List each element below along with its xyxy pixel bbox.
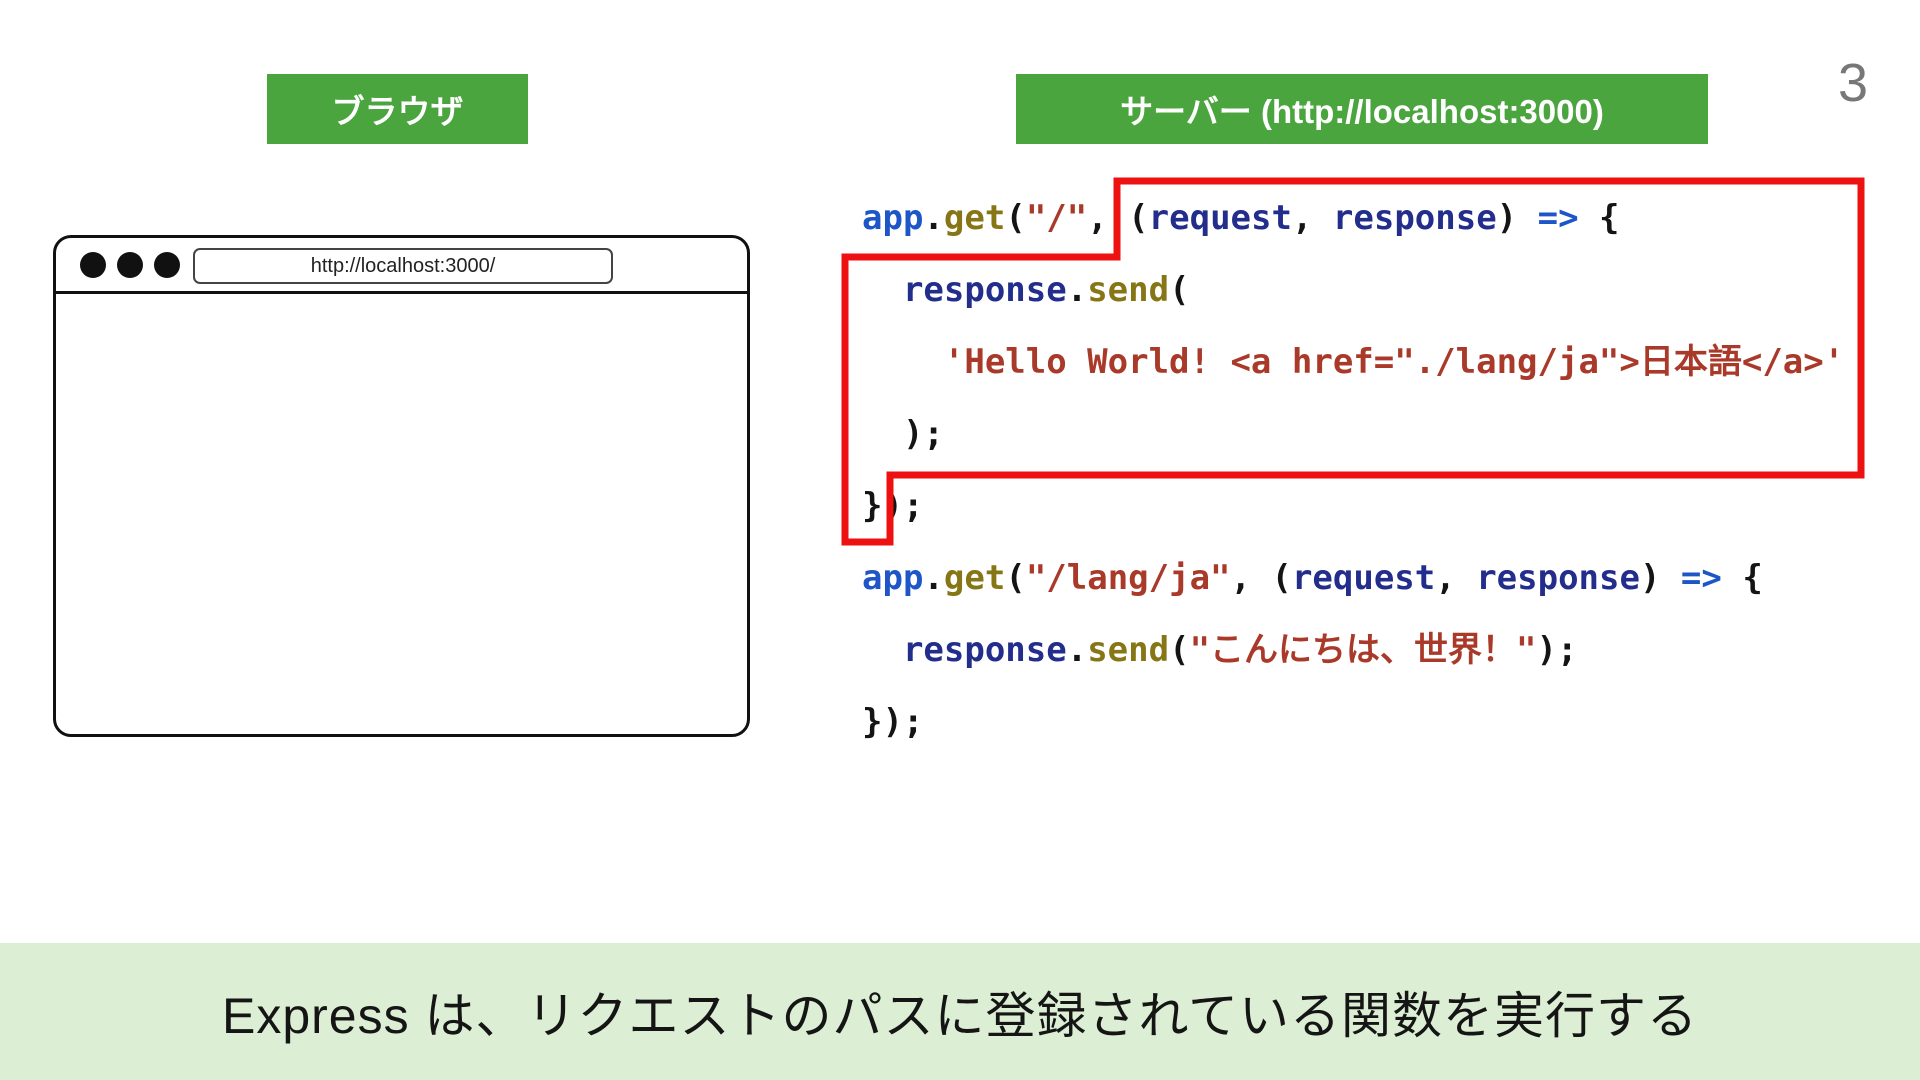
code-token: response [1332,198,1497,238]
code-token: send [1087,630,1170,670]
code-token: ( [1169,270,1190,310]
code-token: , ( [1087,198,1149,238]
window-dot-icon [154,251,180,278]
browser-window: http://localhost:3000/ [53,235,750,737]
window-dot-icon [117,251,143,278]
code-token: get [943,558,1006,598]
code-token: app [862,198,924,238]
code-token: }); [862,702,924,742]
code-token [862,630,903,670]
code-token: { [1721,558,1763,598]
code-token: ( [1005,198,1026,238]
code-token: request [1148,198,1292,238]
code-line: }); [862,470,1844,542]
code-token [862,342,944,382]
code-token: . [1066,270,1088,310]
code-token [862,270,903,310]
code-token: , [1435,558,1477,598]
code-token: app [862,558,924,598]
code-line: response.send("こんにちは、世界！"); [862,614,1844,686]
browser-label: ブラウザ [267,74,528,144]
code-token: response [902,630,1067,670]
code-token: , ( [1230,558,1292,598]
code-token: 'Hello World! <a href="./lang/ja">日本語</a… [943,342,1845,382]
code-token: . [923,558,944,598]
caption-banner: Express は、リクエストのパスに登録されている関数を実行する [0,943,1920,1080]
code-token: , [1291,198,1333,238]
code-token: => [1680,558,1722,598]
code-line: 'Hello World! <a href="./lang/ja">日本語</a… [862,326,1844,398]
code-token: "こんにちは、世界！" [1189,630,1537,670]
browser-viewport [56,294,747,734]
code-token: . [923,198,944,238]
window-dot-icon [80,251,106,278]
code-line: }); [862,686,1844,758]
page-number: 3 [1837,53,1868,113]
code-token: . [1066,630,1088,670]
code-line: ); [862,398,1844,470]
url-bar: http://localhost:3000/ [193,248,613,284]
code-token: ) [1496,198,1538,238]
code-token: "/lang/ja" [1025,558,1231,598]
code-token: get [943,198,1006,238]
code-token: ( [1169,630,1190,670]
code-token: response [1476,558,1640,598]
code-line: app.get("/lang/ja", (request, response) … [862,542,1844,614]
code-line: app.get("/", (request, response) => { [862,182,1844,254]
code-token: send [1087,270,1170,310]
code-token: => [1537,198,1579,238]
code-line: response.send( [862,254,1844,326]
code-token: }); [862,486,924,526]
code-token: request [1291,558,1436,598]
code-token: ); [862,414,944,454]
code-token: response [902,270,1067,310]
code-token: ( [1005,558,1026,598]
server-label: サーバー (http://localhost:3000) [1016,74,1708,144]
server-code: app.get("/", (request, response) => { re… [862,182,1844,758]
code-token: ) [1639,558,1681,598]
code-token: ); [1536,630,1578,670]
caption-text: Express は、リクエストのパスに登録されている関数を実行する [221,987,1698,1044]
code-token: { [1578,198,1620,238]
browser-topbar: http://localhost:3000/ [56,238,747,294]
code-token: "/" [1025,198,1088,238]
